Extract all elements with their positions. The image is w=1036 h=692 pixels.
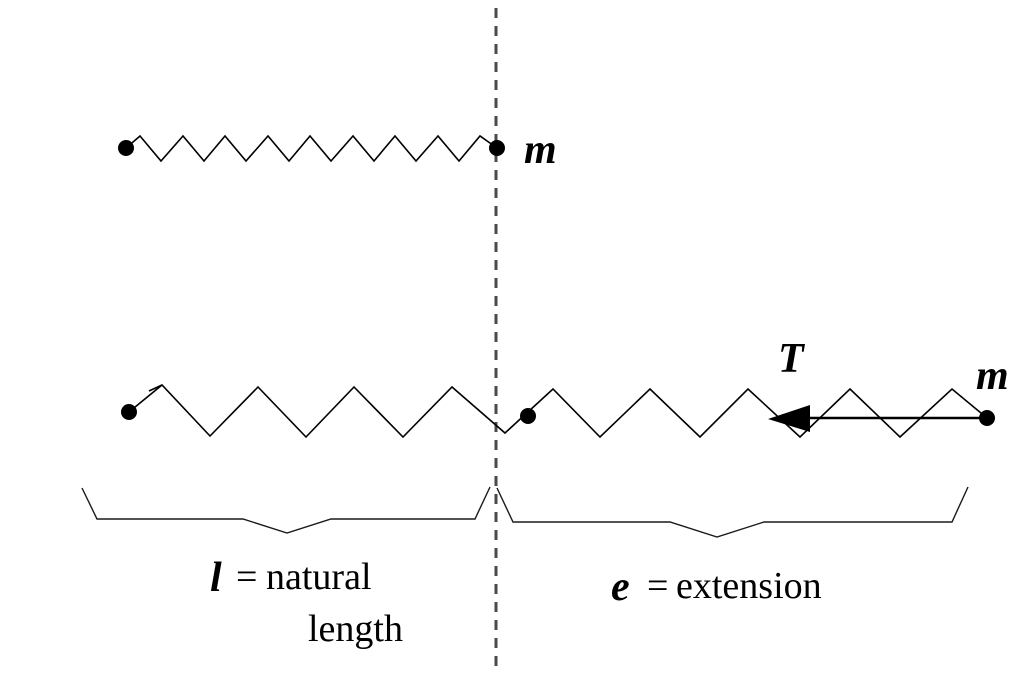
relaxed-spring-zigzag — [125, 134, 498, 163]
natural-length-word2: length — [308, 608, 403, 650]
natural-length-marker-dot — [520, 408, 536, 424]
relaxed-spring-mass-dot — [489, 140, 505, 156]
tension-label: T — [778, 336, 806, 382]
top-mass-label: m — [524, 127, 557, 173]
extension-word: extension — [676, 565, 822, 607]
stretched-spring-end-barb — [148, 384, 163, 392]
relaxed-spring-left-anchor-dot — [118, 140, 134, 156]
stretched-spring-mass-dot — [979, 410, 995, 426]
tension-arrowhead-icon — [768, 405, 810, 432]
stretched-spring-left-anchor-dot — [121, 404, 137, 420]
extension-equals: = — [647, 565, 668, 607]
natural-length-word1: natural — [266, 556, 372, 598]
natural-length-underbrace — [81, 486, 491, 534]
extension-underbrace — [496, 486, 969, 538]
stretched-spring-zigzag — [128, 383, 988, 439]
natural-length-equals: = — [236, 556, 257, 598]
natural-length-symbol: l — [210, 555, 222, 601]
extension-symbol: e — [611, 564, 630, 610]
right-mass-label: m — [976, 353, 1009, 399]
